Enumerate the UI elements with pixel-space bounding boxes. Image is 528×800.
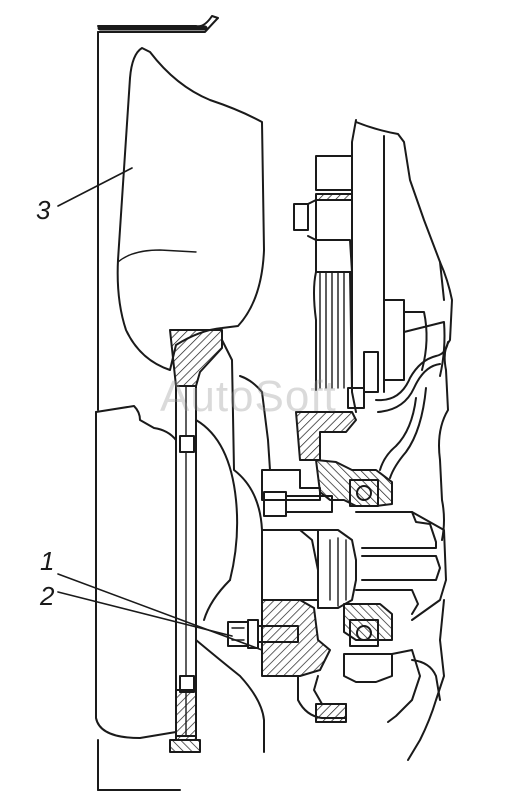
fan-shroud [97,15,219,791]
leader-line-2 [57,591,233,637]
fan-blade-upper [116,47,265,371]
callout-label-3: 3 [36,195,51,225]
engine-block-outline [407,261,453,761]
fan-centre-cone [221,339,271,591]
watermark: AutoSoft [160,372,337,421]
hub-bolt [227,621,249,647]
water-pump-pulley [293,119,446,413]
lower-pulley [297,649,441,723]
wiring-harness [375,341,449,479]
leader-line-1 [57,573,263,651]
washer [247,619,259,649]
fan-hub-ring [169,329,223,753]
fan-drive-hub [261,411,447,677]
callout-label-1: 1 [40,546,55,576]
fan-blade-lower [95,405,265,753]
bolt-shank [257,625,299,643]
leader-line-3 [57,167,133,207]
callout-label-2: 2 [40,581,55,611]
